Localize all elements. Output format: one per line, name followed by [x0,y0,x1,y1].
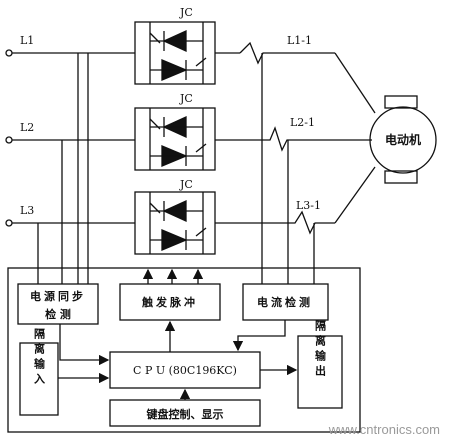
isolated-output-block [297,335,343,409]
motor-label: 电动机 [385,132,421,147]
l2-out-wire [245,126,338,152]
keyboard-display-label: 键盘控制、显示 [146,407,224,421]
jc1-label: JC [179,6,193,19]
l1-out-label: L1-1 [287,34,312,47]
control-board-frame [7,267,361,433]
power-sync-block [17,283,99,325]
trigger-pulse-label: 触发脉冲 [141,295,198,309]
l3-terminal [5,219,13,227]
current-detect-label: 电流检测 [257,295,313,309]
thyristor-module-2 [134,107,216,171]
watermark: www.cntronics.com [328,422,440,437]
isolated-input-block [19,342,59,416]
thyristor-module-1 [134,21,216,85]
thyristor-module-3 [134,191,216,255]
l1-out-wire [239,41,335,65]
l1-label: L1 [20,34,34,47]
l2-out-label: L2-1 [290,116,315,129]
trigger-pulse-block [119,283,221,321]
cpu-label: C P U (80C196KC) [133,364,237,377]
l3-label: L3 [20,204,34,217]
jc3-label: JC [179,178,193,191]
l3-out-label: L3-1 [296,199,321,212]
l3-out-wire [250,210,335,235]
isolated-output-label: 隔离输出 [314,319,327,380]
l2-terminal [5,136,13,144]
motor [369,95,437,184]
isolated-input-label: 隔离输入 [33,327,46,388]
power-sync-label-2: 检 测 [45,307,71,321]
l2-label: L2 [20,121,34,134]
power-sync-label-1: 电源同步 [30,289,86,303]
l1-terminal [5,49,13,57]
jc2-label: JC [179,92,193,105]
